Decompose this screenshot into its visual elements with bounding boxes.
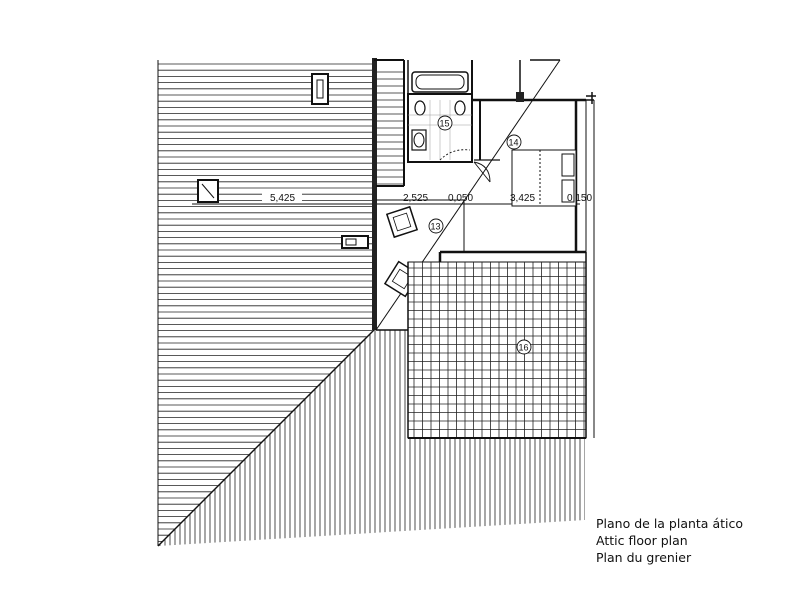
bed-icon bbox=[511, 149, 577, 207]
sink-icon bbox=[411, 129, 427, 151]
terrace-tiles bbox=[408, 262, 586, 438]
svg-text:16: 16 bbox=[519, 343, 529, 353]
bathtub-icon bbox=[411, 71, 469, 93]
dimension-label: 5,425 bbox=[270, 193, 295, 204]
skylight-icon bbox=[197, 179, 219, 203]
stairs bbox=[376, 71, 404, 185]
room-number-badge: 16 bbox=[516, 339, 532, 355]
armchair-icon bbox=[385, 205, 419, 239]
terrace bbox=[407, 261, 587, 439]
caption-english: Attic floor plan bbox=[596, 533, 688, 548]
room-number-badge: 14 bbox=[506, 134, 522, 150]
caption-spanish: Plano de la planta ático bbox=[596, 516, 743, 531]
walls bbox=[530, 59, 596, 104]
svg-text:13: 13 bbox=[431, 222, 441, 232]
skylight-icon bbox=[341, 235, 369, 249]
caption-french: Plan du grenier bbox=[596, 550, 692, 565]
dimension-label: 0,050 bbox=[448, 193, 473, 204]
svg-text:14: 14 bbox=[509, 138, 519, 148]
room-number-badge: 13 bbox=[428, 218, 444, 234]
dimension-label: 2,525 bbox=[403, 193, 428, 204]
dimension-label: 3,425 bbox=[510, 193, 535, 204]
svg-text:15: 15 bbox=[440, 119, 450, 129]
plan-caption: Plano de la planta ático Attic floor pla… bbox=[596, 515, 743, 566]
room-number-badge: 15 bbox=[437, 115, 453, 131]
roof-hatching bbox=[158, 63, 374, 542]
dimension-label: 0,150 bbox=[567, 193, 592, 204]
door-swing bbox=[439, 149, 491, 183]
skylight-icon bbox=[311, 73, 329, 105]
roof-slope-line bbox=[157, 329, 375, 547]
